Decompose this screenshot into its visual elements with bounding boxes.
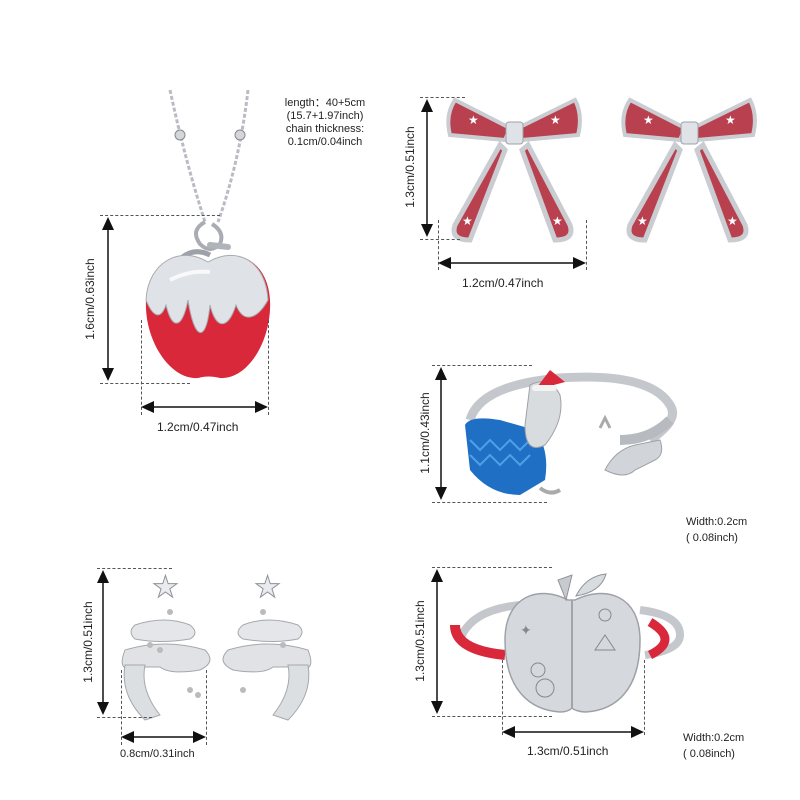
necklace-length-text: length：40+5cm — [284, 97, 366, 109]
svg-text:✦: ✦ — [520, 622, 532, 638]
band-width-inch: ( 0.08inch) — [683, 748, 735, 760]
dimension-guide — [121, 670, 122, 745]
svg-text:★: ★ — [643, 113, 654, 127]
bow-width-label: 1.2cm/0.47inch — [462, 276, 544, 290]
band-width-inch: ( 0.08inch) — [686, 532, 738, 544]
svg-text:★: ★ — [637, 214, 648, 228]
dimension-guide — [432, 567, 552, 568]
dimension-guide — [432, 502, 547, 503]
dimension-guide — [420, 239, 460, 240]
apple-ring-width-label: 1.3cm/0.51inch — [527, 744, 609, 758]
dimension-guide — [438, 220, 439, 270]
dimension-guide — [97, 568, 172, 569]
dimension-guide — [97, 717, 152, 718]
svg-text:★: ★ — [725, 113, 736, 127]
apple-ring-band-width-note: Width:0.2cm ( 0.08inch) — [683, 730, 744, 762]
chain-thickness-label: chain thickness: — [285, 123, 365, 135]
svg-text:★: ★ — [727, 214, 738, 228]
dimension-guide — [432, 716, 552, 717]
dimension-guide — [141, 320, 142, 415]
dimension-guide — [420, 97, 465, 98]
dimension-guide — [100, 383, 190, 384]
svg-text:★: ★ — [462, 214, 473, 228]
necklace-spec-note: length：40+5cm (15.7+1.97inch) chain thic… — [275, 97, 375, 149]
band-width-value: Width:0.2cm — [683, 732, 745, 744]
svg-text:★: ★ — [152, 571, 179, 604]
band-width-value: Width:0.2cm — [686, 516, 748, 528]
svg-text:★: ★ — [468, 113, 479, 127]
dimension-guide — [100, 215, 220, 216]
dimension-guide — [502, 660, 503, 735]
svg-text:★: ★ — [552, 214, 563, 228]
dimension-guide — [644, 660, 645, 735]
necklace-length-inch-text: (15.7+1.97inch) — [286, 110, 364, 122]
dimension-guide — [268, 320, 269, 415]
necklace-width-label: 1.2cm/0.47inch — [157, 420, 239, 434]
svg-text:★: ★ — [254, 571, 281, 604]
svg-text:★: ★ — [550, 113, 561, 127]
chain-thickness-value: 0.1cm/0.04inch — [287, 136, 363, 148]
dimension-guide — [206, 670, 207, 745]
dachshund-band-width-note: Width:0.2cm ( 0.08inch) — [686, 514, 747, 546]
dimension-guide — [586, 220, 587, 270]
tree-width-label: 0.8cm/0.31inch — [120, 748, 195, 760]
dimension-guide — [432, 365, 532, 366]
